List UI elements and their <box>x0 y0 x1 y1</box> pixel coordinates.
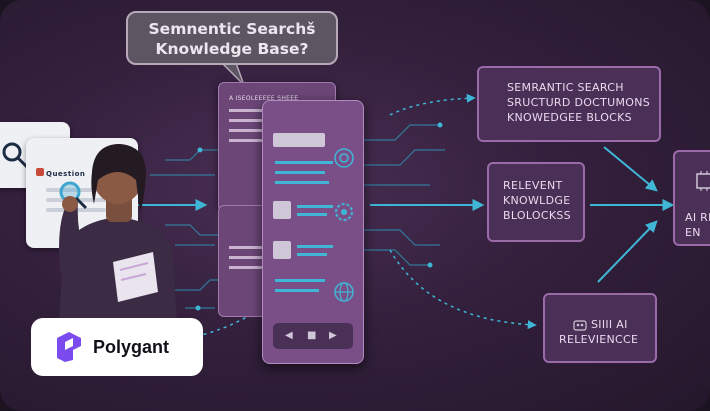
bubble-line-2: Knowledge Base? <box>155 40 309 58</box>
semantic-line-2: SRUCTURD DOCTUMONS <box>507 96 651 109</box>
chip-icon <box>696 171 710 191</box>
relevant-line-1: RELEVENT <box>503 179 563 192</box>
arrow-semantic-ai <box>603 146 658 192</box>
target-icon <box>334 148 354 168</box>
relevance-line-1: SIIII AI <box>591 318 628 331</box>
arrow-to-relevance <box>389 249 537 330</box>
brand-logo: Polygant <box>31 318 203 376</box>
relevant-knowledge-box: RELEVENT KNOWLDGE BLOLOCKSS <box>487 162 585 242</box>
question-label: Question <box>46 170 86 178</box>
person-illustration <box>58 144 178 342</box>
ai-line-2: EN <box>685 226 701 239</box>
document-front: ◀ ■ ▶ <box>262 100 364 364</box>
relevant-line-3: BLOLOCKSS <box>503 209 571 222</box>
question-bubble: Semnentic Searchš Knowledge Base? <box>126 11 338 65</box>
semantic-line-3: KNOWEDGEE BLOCKS <box>507 111 632 124</box>
circuit-lines-right <box>362 124 445 266</box>
card-marker-icon <box>36 168 44 176</box>
checkbox-icon <box>273 201 291 219</box>
ai-relevance-box: SIIII AI RELEVIENCCE <box>543 293 657 363</box>
brand-name: Polygant <box>93 336 170 357</box>
arrow-to-semantic <box>389 93 476 116</box>
document-title: A ISEOLEEEEE SHEEE <box>229 95 299 102</box>
relevant-line-2: KNOWLDGE <box>503 194 571 207</box>
ai-response-box: AI REL EN <box>673 150 710 246</box>
globe-icon <box>334 282 354 302</box>
robot-icon <box>573 319 587 331</box>
semantic-line-1: SEMRANTIC SEARCH <box>507 81 624 94</box>
next-icon: ▶ <box>329 330 337 341</box>
checkbox-icon-2 <box>273 241 291 259</box>
circuit-lines-left <box>150 149 218 309</box>
semantic-search-box: SEMRANTIC SEARCH SRUCTURD DOCTUMONS KNOW… <box>477 66 661 142</box>
polygant-logo-icon <box>57 332 81 362</box>
ai-line-1: AI REL <box>685 211 710 224</box>
gear-icon <box>335 203 353 221</box>
stop-icon: ■ <box>307 330 317 341</box>
document-controls: ◀ ■ ▶ <box>273 323 353 349</box>
bubble-line-1: Semnentic Searchš <box>148 20 316 38</box>
search-icon <box>2 142 29 169</box>
relevance-line-2: RELEVIENCCE <box>559 333 639 346</box>
arrow-relevance-ai <box>597 220 658 283</box>
play-icon: ◀ <box>285 330 293 341</box>
